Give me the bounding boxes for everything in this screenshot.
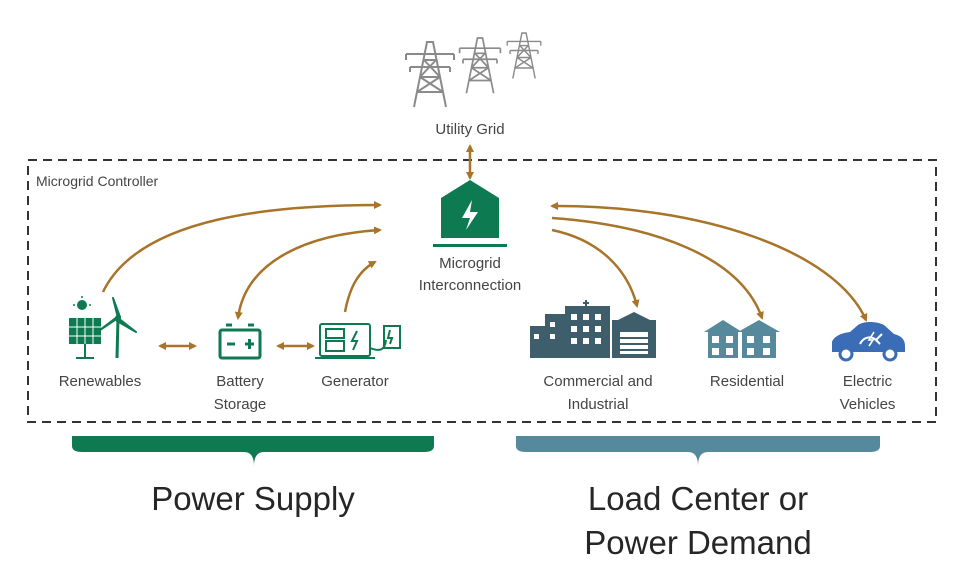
electric-vehicles-label-line1: Electric xyxy=(842,373,893,390)
power-demand-brace xyxy=(516,436,880,466)
residential-label: Residential xyxy=(709,373,785,390)
microgrid-controller-boundary xyxy=(27,159,937,423)
battery-storage-label-line2: Storage xyxy=(213,396,267,413)
commercial-label-line2: Industrial xyxy=(567,396,629,413)
electric-car-icon xyxy=(832,322,905,362)
houses-icon xyxy=(704,320,780,358)
battery-storage-label-line1: Battery xyxy=(216,373,264,390)
generator-label: Generator xyxy=(321,373,389,390)
microgrid-controller-label: Microgrid Controller xyxy=(36,173,159,189)
solar-wind-icon xyxy=(69,296,137,359)
lightning-house-icon xyxy=(433,180,507,247)
renewables-label: Renewables xyxy=(58,373,142,390)
interconnection-battery-arrow xyxy=(234,226,382,320)
commercial-label-line1: Commercial and xyxy=(543,373,653,390)
interconnection-label-line1: Microgrid xyxy=(439,255,501,272)
power-supply-title: Power Supply xyxy=(151,480,355,517)
load-center-title-line2: Power Demand xyxy=(584,524,812,561)
interconnection-label-line2: Interconnection xyxy=(418,277,522,294)
interconnection-ev-arrow xyxy=(550,201,868,322)
generator-to-interconnection-arrow xyxy=(343,260,377,313)
load-center-title-line1: Load Center or xyxy=(587,480,809,517)
utility-grid-label: Utility Grid xyxy=(435,121,505,138)
generator-icon xyxy=(315,323,401,359)
interconnection-to-commercial-arrow xyxy=(551,228,640,308)
renewables-to-interconnection-arrow xyxy=(101,201,382,293)
transmission-tower-icon xyxy=(405,32,542,108)
electric-vehicles-label-line2: Vehicles xyxy=(839,396,896,413)
power-supply-brace xyxy=(72,436,434,466)
battery-icon xyxy=(218,323,262,360)
factory-icon xyxy=(530,300,656,358)
